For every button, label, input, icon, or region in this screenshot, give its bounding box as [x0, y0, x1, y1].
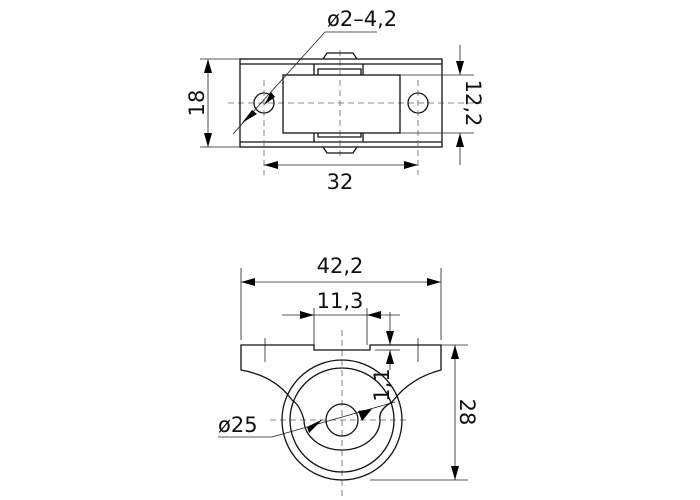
axle-bracket	[313, 64, 364, 142]
dim-28-lines	[370, 344, 468, 481]
dim-12-2-lines	[400, 45, 474, 165]
dim-total-width: 42,2	[317, 254, 364, 278]
dim-hole-diameter: ø2–4,2	[327, 7, 397, 31]
dim-42-2-lines	[240, 268, 442, 340]
dim-total-height: 28	[455, 399, 479, 426]
top-view: 18 12,2 32 ø2–4,2	[185, 7, 485, 194]
wheel-outer	[281, 359, 403, 481]
wheel-top-outline	[282, 74, 401, 134]
dim-wheel-diameter: ø25	[218, 413, 258, 437]
wheel-diameter-arrows	[307, 409, 372, 433]
dim-1-1-arrows	[386, 331, 394, 364]
wheel-diameter-leader	[218, 401, 396, 438]
dim-28-arrows	[451, 345, 459, 480]
dim-hole-spacing: 32	[327, 170, 354, 194]
dim-height-top: 18	[185, 90, 209, 117]
wheel-inner	[289, 367, 395, 473]
axle-ends	[322, 52, 358, 154]
dim-18-lines	[200, 58, 240, 148]
dim-wheel-width: 12,2	[461, 80, 485, 127]
dim-notch-width: 11,3	[317, 289, 364, 313]
side-view: 42,2 11,3 1,1 28 ø25	[218, 254, 479, 500]
mounting-plate-outline	[239, 58, 443, 148]
wheel-hub	[325, 403, 359, 437]
dim-11-3-lines	[282, 308, 400, 345]
dim-notch-depth: 1,1	[370, 368, 394, 401]
hole-leader-line	[232, 31, 377, 135]
hole-leader-arrows	[242, 92, 275, 123]
bracket-body	[240, 344, 442, 451]
